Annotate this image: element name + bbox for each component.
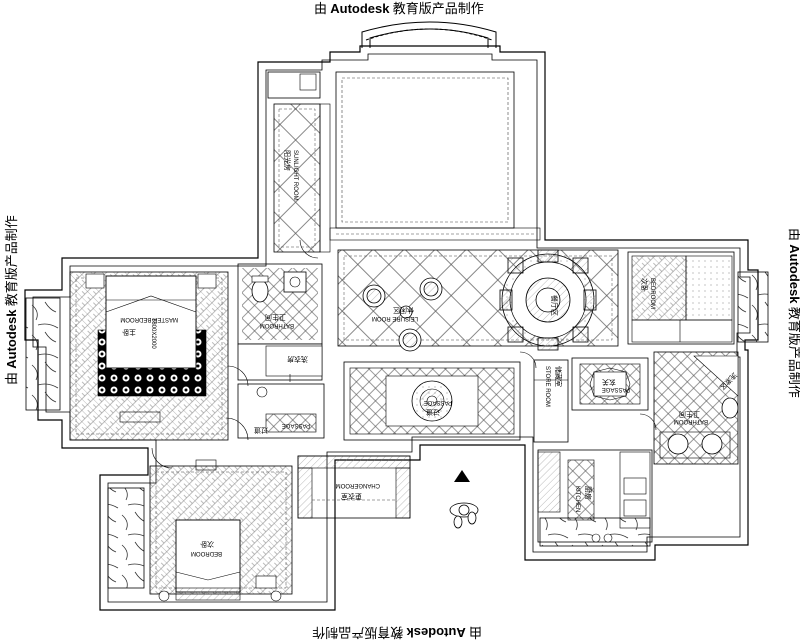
bed-dimension: 1800X2000 — [150, 318, 156, 349]
passage-right — [571, 357, 649, 411]
laundry-label-cn: 洗衣房 — [287, 355, 308, 364]
bathroom-label-en: BATHROOM — [260, 322, 294, 328]
watermark-left: 由 Autodesk 教育版产品制作 — [4, 215, 19, 385]
kitchen-label-en: KITCHEN — [574, 486, 580, 512]
bathroom — [237, 263, 323, 382]
dining-label-cn: 餐厅区 — [550, 295, 559, 316]
watermark-top: 由 Autodesk 教育版产品制作 — [314, 1, 484, 16]
kitchen-label-cn: 厨房 — [584, 486, 593, 500]
door-swings — [151, 239, 657, 469]
watermark-bottom: 由 Autodesk 教育版产品制作 — [312, 625, 482, 640]
store-room-label-cn: 储藏室 — [554, 366, 563, 387]
passage-left-label-cn: 过道 — [254, 426, 268, 435]
bathroom-right — [653, 351, 739, 465]
passage-center — [343, 361, 521, 441]
dining-table — [499, 249, 597, 351]
lounge-chair — [362, 277, 443, 352]
entrance-arrow-icon — [454, 470, 470, 482]
person-icon — [449, 502, 479, 529]
leisure-label-en: LEISURE ROOM — [372, 315, 418, 321]
changeroom-label-cn: 更衣室 — [341, 492, 362, 501]
bedroom-left — [107, 459, 293, 602]
passage-left — [225, 383, 325, 441]
store-room-label-en: STORE ROOM — [544, 366, 550, 407]
passage-center-label-cn: 过道 — [426, 408, 440, 417]
bathroom-label-cn: 卫生间 — [265, 313, 286, 322]
passage-right-label-en: PASSAGE — [602, 386, 630, 392]
sunroom-label-en: SUNLIGHT ROOM — [292, 150, 298, 201]
changeroom-label-en: CHANGEROOM — [336, 482, 380, 488]
bathroom-right-label-en: BATHROOM — [674, 418, 708, 424]
bedroom-left-label-cn: 次卧 — [200, 540, 214, 549]
passage-left-label-en: PASSAGE — [282, 422, 310, 428]
changeroom — [297, 455, 411, 519]
leisure-label-cn: 休闲区 — [393, 306, 414, 315]
master-bedroom-label-cn: 主卧 — [122, 328, 136, 337]
bedroom-right — [627, 251, 769, 345]
sunroom-label-cn: 阳光房 — [283, 150, 292, 171]
passage-center-label-en: PASSAGE — [424, 399, 452, 405]
upper-hall — [329, 71, 541, 241]
arched-balcony — [361, 21, 497, 48]
master-bedroom-label-en: MASTER BEDROOM — [120, 316, 178, 322]
bedroom-right-label-cn: 次卧 — [640, 278, 649, 292]
bathroom-right-label-cn: 卫生间 — [679, 410, 700, 419]
watermark-right: 由 Autodesk 教育版产品制作 — [787, 228, 800, 398]
bedroom-left-label-en: BEDROOM — [191, 550, 222, 556]
passage-right-label-cn: 玄关 — [602, 378, 616, 387]
sunlight-room — [267, 71, 331, 253]
store-room — [533, 359, 569, 443]
kitchen — [537, 449, 653, 547]
master-bedroom — [25, 271, 229, 441]
bedroom-right-label-en: BEDROOM — [649, 278, 655, 309]
